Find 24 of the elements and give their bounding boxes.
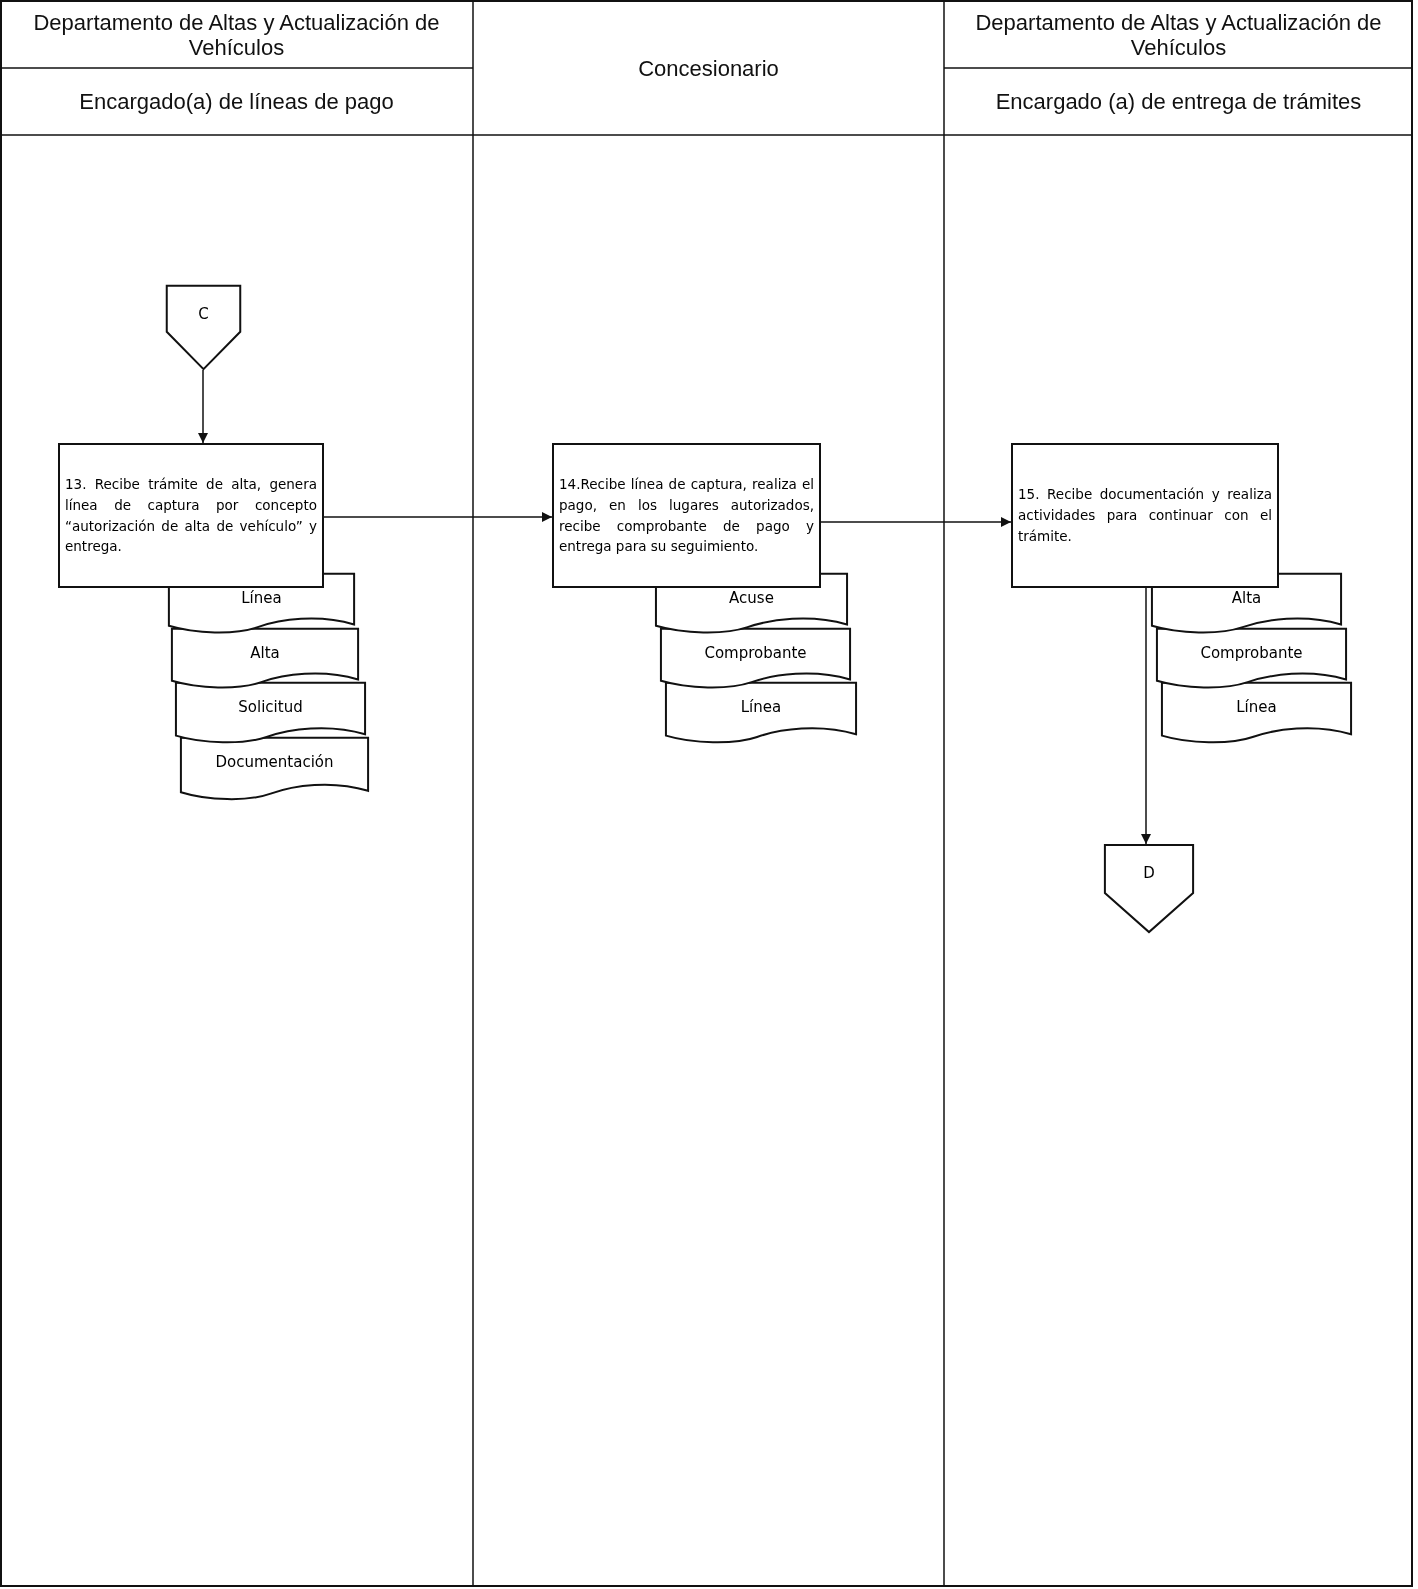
document-label: Alta: [250, 644, 280, 662]
lane-header: Encargado(a) de líneas de pago: [79, 89, 394, 115]
step-text: 14.Recibe línea de captura, realiza el pago, en los lugares autorizados, recibe comprobante de pago y entrega para su seguimiento.: [559, 474, 814, 557]
document-label: Comprobante: [1200, 644, 1303, 662]
connector-label: D: [1143, 864, 1155, 882]
document-label: Línea: [740, 698, 782, 716]
lane-header: Encargado (a) de entrega de trámites: [995, 89, 1362, 115]
document-label: Línea: [1236, 698, 1277, 716]
arrow: [323, 512, 553, 522]
document-label: Alta: [1231, 589, 1262, 607]
arrow: [820, 517, 1012, 527]
lane-header: Concesionario: [638, 55, 779, 82]
arrow: [198, 369, 208, 444]
document-label: Línea: [241, 589, 282, 607]
document-label: Documentación: [215, 753, 334, 771]
step-text: 15. Recibe documentación y realiza actividades para continuar con el trámite.: [1018, 485, 1272, 546]
connector-label: C: [198, 305, 209, 323]
document-label: Comprobante: [704, 644, 807, 662]
lane-header: Departamento de Altas y Actualización de Vehículos: [974, 9, 1383, 61]
document-label: Acuse: [729, 589, 774, 607]
document-label: Solicitud: [238, 698, 303, 716]
lane-header: Departamento de Altas y Actualización de Vehículos: [32, 9, 441, 61]
arrow: [1141, 587, 1151, 845]
step-text: 13. Recibe trámite de alta, genera línea de captura por concepto “autorización de alta de vehículo” y entrega.: [65, 474, 317, 557]
